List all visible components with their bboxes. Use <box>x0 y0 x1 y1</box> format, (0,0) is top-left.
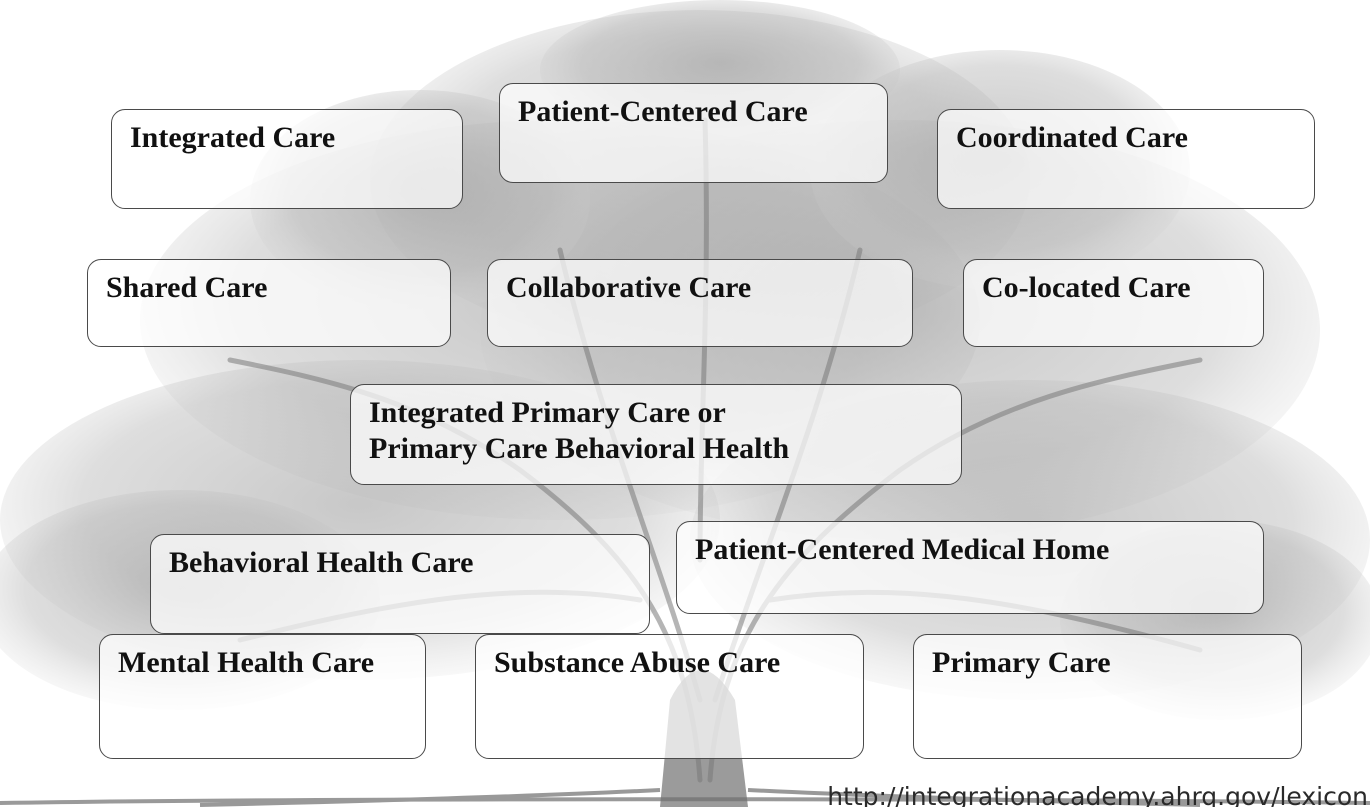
term-label: Collaborative Care <box>506 271 752 304</box>
term-label: Coordinated Care <box>956 121 1188 154</box>
term-label: Patient-Centered Care <box>518 95 808 128</box>
term-label: Primary Care <box>932 646 1111 679</box>
term-label-line1: Integrated Primary Care or <box>369 396 726 429</box>
term-mental-health-care: Mental Health Care <box>99 634 426 759</box>
term-shared-care: Shared Care <box>87 259 451 347</box>
source-url: http://integrationacademy.ahrq.gov/lexic… <box>827 782 1368 807</box>
term-patient-centered-medical-home: Patient-Centered Medical Home <box>676 521 1264 614</box>
term-label: Substance Abuse Care <box>494 646 781 679</box>
term-label: Integrated Care <box>130 121 336 154</box>
tree-roots <box>0 788 1370 807</box>
term-label: Shared Care <box>106 271 268 304</box>
term-label: Mental Health Care <box>118 646 375 679</box>
term-co-located-care: Co-located Care <box>963 259 1264 347</box>
term-patient-centered-care: Patient-Centered Care <box>499 83 888 183</box>
term-label: Co-located Care <box>982 271 1191 304</box>
term-label: Patient-Centered Medical Home <box>695 533 1110 566</box>
term-integrated-primary-care: Integrated Primary Care or Primary Care … <box>350 384 962 485</box>
term-label: Behavioral Health Care <box>169 546 474 579</box>
term-coordinated-care: Coordinated Care <box>937 109 1315 209</box>
term-substance-abuse-care: Substance Abuse Care <box>475 634 864 759</box>
term-collaborative-care: Collaborative Care <box>487 259 913 347</box>
term-label-line2: Primary Care Behavioral Health <box>369 432 790 465</box>
term-integrated-care: Integrated Care <box>111 109 463 209</box>
term-behavioral-health-care: Behavioral Health Care <box>150 534 650 634</box>
term-primary-care: Primary Care <box>913 634 1302 759</box>
